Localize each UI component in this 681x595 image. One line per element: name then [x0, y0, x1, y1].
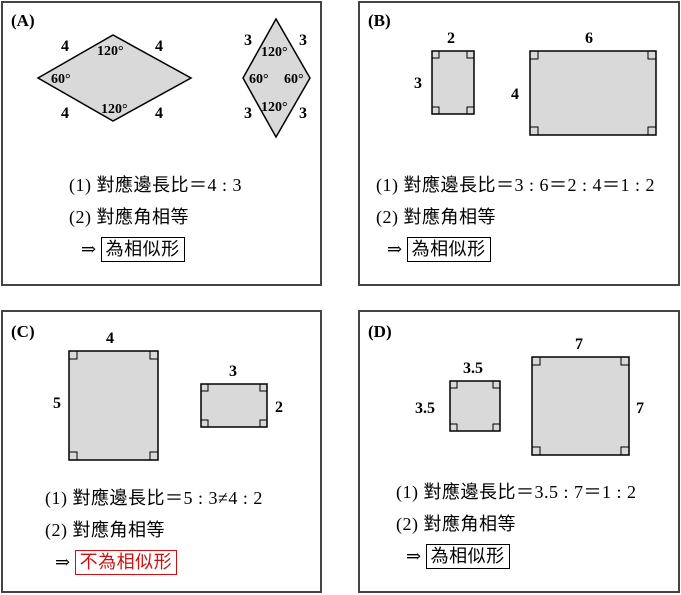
width-label: 4 — [106, 330, 114, 347]
right-angle-marks — [69, 351, 158, 460]
side-label: 3 — [244, 32, 252, 49]
panel-b: (B) 2 3 6 4 (1) 對應邊長比＝3 : 6＝2 : 4＝1 : 2 … — [358, 1, 680, 286]
height-label: 3 — [414, 75, 422, 92]
ratio-line: (1) 對應邊長比＝3 : 6＝2 : 4＝1 : 2 — [376, 175, 655, 195]
right-angle-marks — [432, 51, 474, 114]
implies-arrow: ⇒ — [406, 546, 422, 566]
panel-label: (C) — [11, 322, 35, 341]
height-label: 5 — [53, 395, 61, 412]
side-label: 4 — [155, 38, 163, 55]
angle-label: 120° — [97, 44, 124, 59]
figure-d: 3.5 3.5 7 7 — [415, 336, 644, 456]
right-angle-marks — [530, 51, 656, 135]
side-label: 3 — [299, 105, 307, 122]
rectangle-large — [68, 350, 159, 461]
height-label: 4 — [511, 86, 519, 103]
width-label: 3 — [229, 363, 237, 380]
figure-b: 2 3 6 4 — [414, 30, 657, 136]
rectangle-small — [431, 50, 475, 115]
implies-arrow: ⇒ — [81, 239, 97, 259]
angle-label: 60° — [249, 72, 269, 87]
width-label: 3.5 — [463, 360, 483, 377]
conclusion-box: 不為相似形 — [74, 550, 178, 575]
rhombus-large — [36, 34, 193, 122]
side-label: 4 — [61, 105, 69, 122]
width-label: 6 — [585, 30, 593, 47]
side-label: 3 — [244, 105, 252, 122]
conclusion-box: 為相似形 — [425, 544, 510, 569]
width-label: 7 — [575, 336, 583, 353]
angle-line: (2) 對應角相等 — [45, 520, 165, 540]
angle-label: 120° — [261, 100, 288, 115]
rhombus-small — [242, 17, 311, 139]
angle-label: 120° — [261, 45, 288, 60]
conclusion-line: ⇒不為相似形 — [55, 550, 178, 575]
panel-d: (D) 3.5 3.5 7 7 (1) 對應邊長比＝3.5 : 7＝1 : 2 … — [358, 310, 680, 593]
panel-label: (A) — [11, 11, 35, 30]
square-large — [531, 356, 630, 456]
side-label: 3 — [299, 32, 307, 49]
angle-line: (2) 對應角相等 — [376, 207, 496, 227]
conclusion-line: ⇒為相似形 — [81, 237, 185, 262]
figure-a: 4 4 4 4 120° 60° 120° 3 3 3 3 120° 60° 6… — [36, 17, 311, 139]
panel-a: (A) 4 4 4 4 120° 60° 120° 3 3 3 3 120° 6… — [1, 1, 322, 286]
conclusion-line: ⇒為相似形 — [387, 237, 491, 262]
right-angle-marks — [450, 381, 500, 431]
angle-label: 60° — [284, 72, 304, 87]
panel-label: (B) — [368, 11, 391, 30]
right-angle-marks — [201, 384, 267, 427]
angle-line: (2) 對應角相等 — [69, 207, 189, 227]
implies-arrow: ⇒ — [387, 239, 403, 259]
side-label: 4 — [155, 105, 163, 122]
panel-label: (D) — [368, 322, 392, 341]
implies-arrow: ⇒ — [55, 552, 71, 572]
conclusion-box: 為相似形 — [100, 237, 185, 262]
rectangle-small — [200, 383, 268, 428]
height-label: 2 — [275, 399, 283, 416]
square-small — [449, 380, 501, 432]
angle-label: 60° — [51, 72, 71, 87]
ratio-line: (1) 對應邊長比＝5 : 3≠4 : 2 — [45, 488, 263, 508]
angle-label: 120° — [101, 102, 128, 117]
height-label: 7 — [636, 400, 644, 417]
figure-c: 4 5 3 2 — [53, 330, 283, 461]
angle-line: (2) 對應角相等 — [396, 514, 516, 534]
right-angle-marks — [532, 357, 629, 455]
ratio-line: (1) 對應邊長比＝3.5 : 7＝1 : 2 — [396, 482, 637, 502]
width-label: 2 — [447, 30, 455, 47]
ratio-line: (1) 對應邊長比＝4 : 3 — [69, 175, 242, 195]
side-label: 4 — [61, 38, 69, 55]
rectangle-large — [529, 50, 657, 136]
conclusion-line: ⇒為相似形 — [406, 544, 510, 569]
panel-c: (C) 4 5 3 2 (1) 對應邊長比＝5 : 3≠4 : 2 (2) 對應… — [1, 310, 322, 593]
height-label: 3.5 — [415, 400, 435, 417]
conclusion-box: 為相似形 — [406, 237, 491, 262]
